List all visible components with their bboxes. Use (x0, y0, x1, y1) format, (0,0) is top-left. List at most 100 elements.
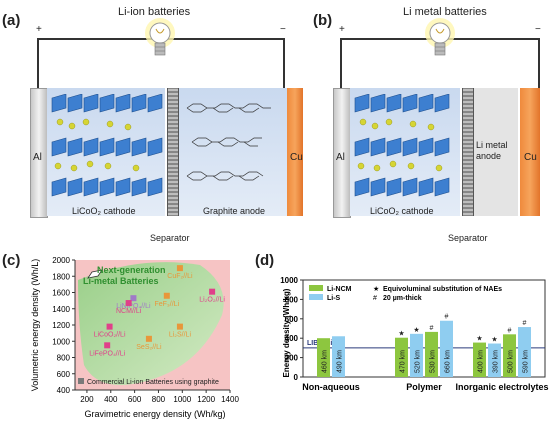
legend-swatch (78, 378, 84, 384)
bar-marker: ★ (413, 326, 419, 334)
bar-range-label: 460 km (322, 350, 329, 373)
note-text: Equivoluminal substitution of NAEs (383, 286, 502, 293)
d-plot-frame (302, 279, 546, 378)
point-label: LiCoO₂//Li (94, 332, 126, 339)
bar-marker: # (523, 320, 527, 327)
bar-range-label: 470 km (400, 350, 407, 373)
wire-right-a (283, 38, 285, 88)
data-point (176, 265, 183, 272)
data-point (163, 292, 170, 299)
d-y-tick-label: 800 (285, 295, 299, 304)
data-point (130, 295, 137, 302)
data-point (209, 288, 216, 295)
region-label-2: Li-metal Batteries (83, 276, 159, 286)
al-label-a: Al (33, 152, 42, 163)
cu-collector-b (520, 88, 540, 216)
y-tick-label: 1000 (52, 337, 70, 346)
panel-b-plus: + (339, 24, 345, 35)
cathode-label-a: LiCoO₂ cathode (72, 206, 136, 216)
cu-collector-a (287, 88, 303, 216)
point-label: SeS₂//Li (136, 344, 162, 351)
wire-left-b (340, 38, 342, 88)
panel-d-label: (d) (255, 252, 275, 269)
graphite-layers-a (186, 103, 271, 181)
d-y-tick-label: 0 (294, 373, 299, 382)
bar-range-label: 520 km (415, 350, 422, 373)
point-label: LiFePO₄//Li (89, 350, 125, 357)
group-label: Non-aqueous (302, 382, 360, 392)
y-tick-label: 400 (57, 386, 71, 395)
bar-range-label: 660 km (445, 350, 452, 373)
point-label: Li₂O₂//Li (199, 297, 225, 304)
data-point (106, 323, 113, 330)
separator-b (462, 88, 474, 216)
panel-b-label: (b) (313, 12, 333, 29)
region-arrow-icon (87, 269, 103, 279)
d-y-tick-label: 600 (285, 315, 299, 324)
data-point (176, 323, 183, 330)
y-tick-label: 600 (57, 370, 71, 379)
bar (518, 327, 531, 377)
panel-a-plus: + (36, 24, 42, 35)
lightbulb-icon (425, 18, 455, 56)
panel-a-minus: − (280, 24, 286, 35)
bar-marker: ★ (491, 336, 497, 344)
y-tick-label: 1600 (52, 289, 70, 298)
legend-swatch (309, 285, 323, 291)
bar-range-label: 490 km (337, 350, 344, 373)
y-tick-label: 800 (57, 354, 71, 363)
x-axis-label: Gravimetric energy density (Wh/kg) (84, 409, 225, 419)
data-point (125, 300, 132, 307)
x-tick-label: 200 (80, 395, 94, 404)
lightbulb-icon (145, 18, 175, 56)
y-tick-label: 2000 (52, 256, 70, 265)
bar-range-label: 500 km (508, 350, 515, 373)
note-symbol: ★ (373, 285, 379, 293)
d-y-axis-label: Energy density (Wh/kg) (282, 288, 291, 377)
point-label: NCM//Li (116, 308, 142, 315)
bar-marker: ★ (398, 330, 404, 338)
legend-label: Li-NCM (327, 286, 352, 293)
cu-label-a: Cu (290, 152, 303, 163)
d-y-tick-label: 400 (285, 334, 299, 343)
panel-a-title: Li-ion batteries (118, 6, 191, 18)
licoo2-crystal-a (51, 94, 163, 197)
point-label: Li₂S//Li (169, 332, 192, 339)
bar (425, 331, 438, 377)
group-label: Inorganic electrolytes (455, 382, 548, 392)
separator-label-a: Separator (150, 233, 190, 243)
legend-commercial: Commercial Li-ion Batteries using graphi… (87, 379, 219, 386)
panel-b-minus: − (535, 24, 541, 35)
x-tick-label: 800 (152, 395, 166, 404)
bar (395, 337, 408, 377)
bar-marker: # (508, 327, 512, 334)
bar (488, 343, 501, 377)
wire-right-b (538, 38, 540, 88)
bar-marker: # (445, 314, 449, 321)
data-point (145, 335, 152, 342)
bar (503, 334, 516, 377)
bar (473, 342, 486, 377)
bar-marker: # (430, 325, 434, 332)
legend-swatch (309, 294, 323, 300)
wire-left-a (37, 38, 39, 88)
x-tick-label: 1400 (221, 395, 239, 404)
group-label: Polymer (406, 382, 442, 392)
bar-range-label: 590 km (523, 350, 530, 373)
point-label: FeF₃//Li (154, 301, 179, 308)
bar (317, 338, 330, 377)
y-axis-label: Volumetric energy density (Wh/L) (30, 259, 40, 392)
x-tick-label: 400 (104, 395, 118, 404)
note-symbol: # (373, 295, 377, 302)
bar-range-label: 530 km (430, 350, 437, 373)
separator-a (167, 88, 179, 216)
panel-c-label: (c) (2, 252, 21, 269)
note-text: 20 µm-thick (383, 295, 422, 302)
y-tick-label: 1400 (52, 305, 70, 314)
panel-a-label: (a) (2, 12, 21, 29)
anode-label-b: Li metal anode (476, 140, 508, 161)
licoo2-crystal-b (354, 94, 450, 197)
data-point (104, 342, 111, 349)
